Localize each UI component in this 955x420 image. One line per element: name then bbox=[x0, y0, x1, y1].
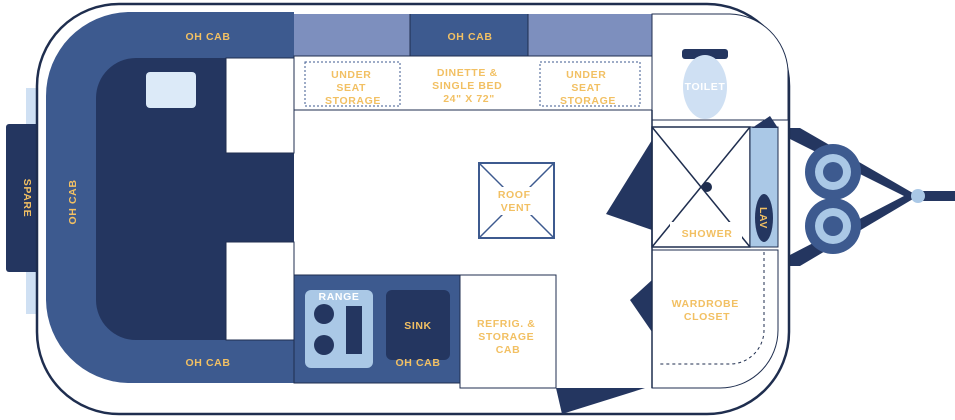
door-swing-top bbox=[606, 140, 652, 230]
hitch bbox=[788, 128, 955, 266]
shower-label: SHOWER bbox=[682, 228, 733, 240]
wardrobe-label: WARDROBE CLOSET bbox=[672, 298, 743, 323]
wardrobe-dash bbox=[660, 252, 765, 365]
spare-tire bbox=[6, 124, 42, 272]
refrigerator-cab bbox=[459, 274, 557, 389]
dinette-label: DINETTE & SINGLE BED 24" X 72" bbox=[432, 67, 506, 105]
entry-door bbox=[556, 388, 645, 414]
toilet-bowl bbox=[683, 55, 727, 119]
refrig-label: REFRIG. & STORAGE CAB bbox=[477, 318, 539, 356]
oh-cab-top-center: OH CAB bbox=[447, 31, 492, 43]
wardrobe-closet bbox=[651, 249, 779, 389]
sink bbox=[386, 290, 450, 360]
lav-label: LAV bbox=[757, 207, 769, 229]
under-seat-storage-left-box bbox=[304, 61, 401, 107]
bed-step-bottom bbox=[225, 241, 295, 341]
door-swing-bottom bbox=[630, 280, 652, 332]
toilet-tank bbox=[682, 49, 728, 59]
roof-vent bbox=[478, 162, 555, 239]
burner-bottom bbox=[314, 335, 334, 355]
oh-cab-top-left: OH CAB bbox=[185, 31, 230, 43]
bed-step-top bbox=[225, 57, 295, 154]
oh-cab-bottom-left: OH CAB bbox=[185, 357, 230, 369]
oh-cab-bottom-right: OH CAB bbox=[395, 357, 440, 369]
lav-wedge bbox=[752, 116, 778, 128]
shower bbox=[651, 126, 751, 248]
under-seat-storage-left: UNDER SEAT STORAGE bbox=[325, 69, 381, 107]
under-seat-storage-right: UNDER SEAT STORAGE bbox=[560, 69, 616, 107]
spare-label: SPARE bbox=[21, 179, 33, 217]
sink-label: SINK bbox=[404, 320, 432, 332]
range-label: RANGE bbox=[319, 291, 360, 303]
burner-top bbox=[314, 304, 334, 324]
roof-vent-label: ROOF VENT bbox=[498, 189, 534, 214]
range-knobs bbox=[346, 306, 362, 354]
lav-basin bbox=[755, 194, 773, 242]
pillow bbox=[146, 72, 196, 108]
under-seat-storage-right-box bbox=[539, 61, 641, 107]
oh-cab-left: OH CAB bbox=[67, 179, 79, 224]
toilet-label: TOILET bbox=[685, 81, 726, 93]
